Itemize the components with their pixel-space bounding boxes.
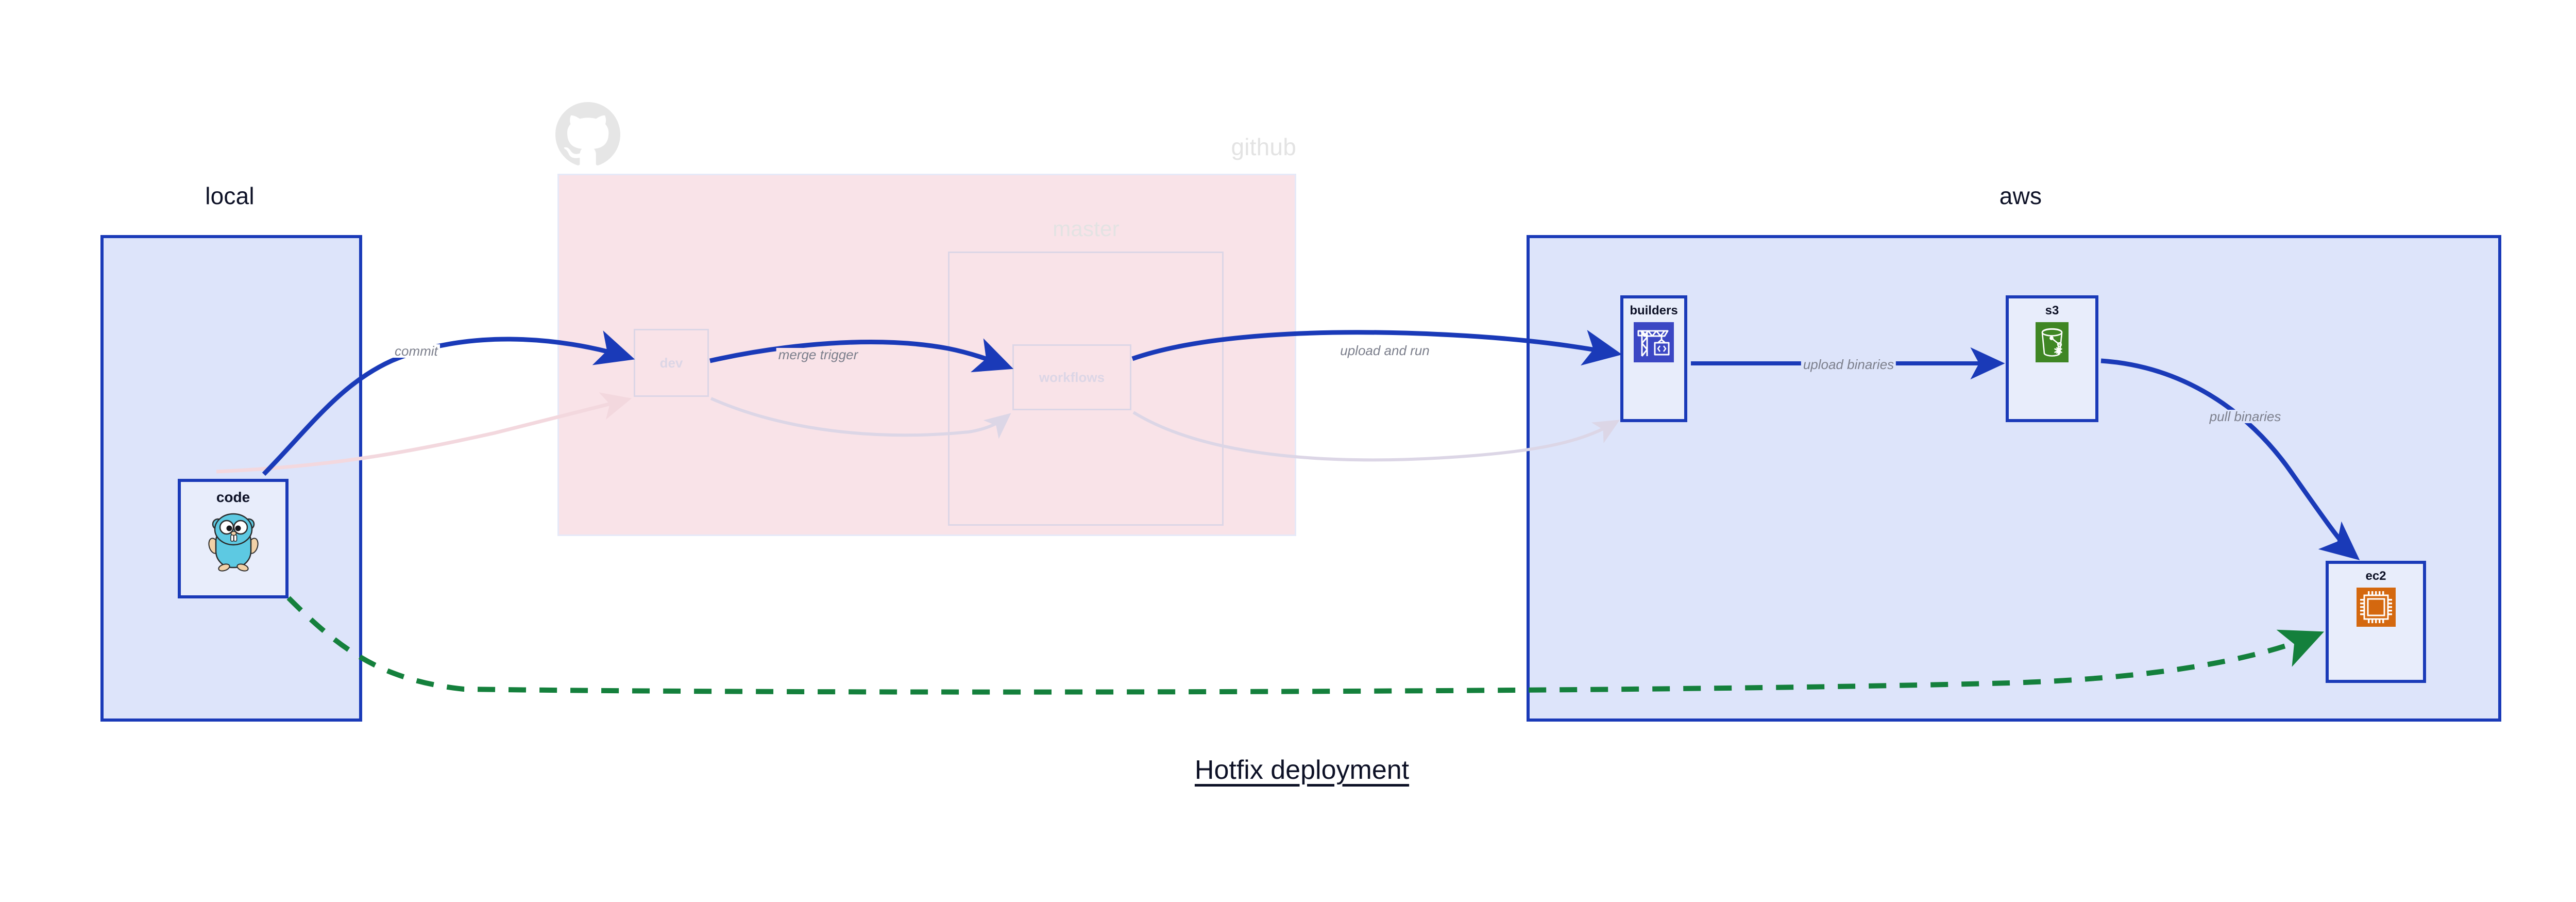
edge-label-commit: commit: [393, 344, 440, 358]
node-s3[interactable]: s3: [2006, 295, 2098, 422]
group-label-aws: aws: [1999, 182, 2042, 209]
node-s3-label: s3: [2045, 304, 2059, 318]
node-workflows[interactable]: workflows: [1012, 344, 1131, 410]
edge-label-pull-binaries: pull binaries: [2207, 410, 2283, 423]
node-ec2-label: ec2: [2365, 569, 2386, 583]
github-logo-icon: [555, 102, 620, 167]
group-label-master: master: [1053, 216, 1120, 241]
edge-label-upload-binaries: upload binaries: [1801, 358, 1896, 371]
node-ec2[interactable]: ec2: [2326, 561, 2426, 683]
node-builders-label: builders: [1630, 304, 1678, 318]
node-dev-label: dev: [659, 355, 683, 371]
cpu-chip-icon: [2356, 588, 2396, 629]
node-code-label: code: [216, 489, 250, 505]
s3-bucket-icon: [2036, 322, 2069, 365]
crane-code-icon: [1634, 322, 1674, 365]
node-workflows-label: workflows: [1039, 370, 1105, 385]
node-dev[interactable]: dev: [634, 329, 709, 397]
node-builders[interactable]: builders: [1620, 295, 1687, 422]
group-master: [948, 252, 1224, 526]
group-local: [100, 235, 362, 722]
group-label-github: github: [1231, 133, 1296, 160]
edge-label-upload-and-run: upload and run: [1338, 344, 1432, 357]
go-gopher-icon: [206, 510, 261, 574]
page-title: Hotfix deployment: [1194, 755, 1410, 785]
node-code[interactable]: code: [178, 479, 289, 598]
edge-label-merge-trigger: merge trigger: [776, 348, 860, 361]
group-label-local: local: [205, 182, 255, 209]
